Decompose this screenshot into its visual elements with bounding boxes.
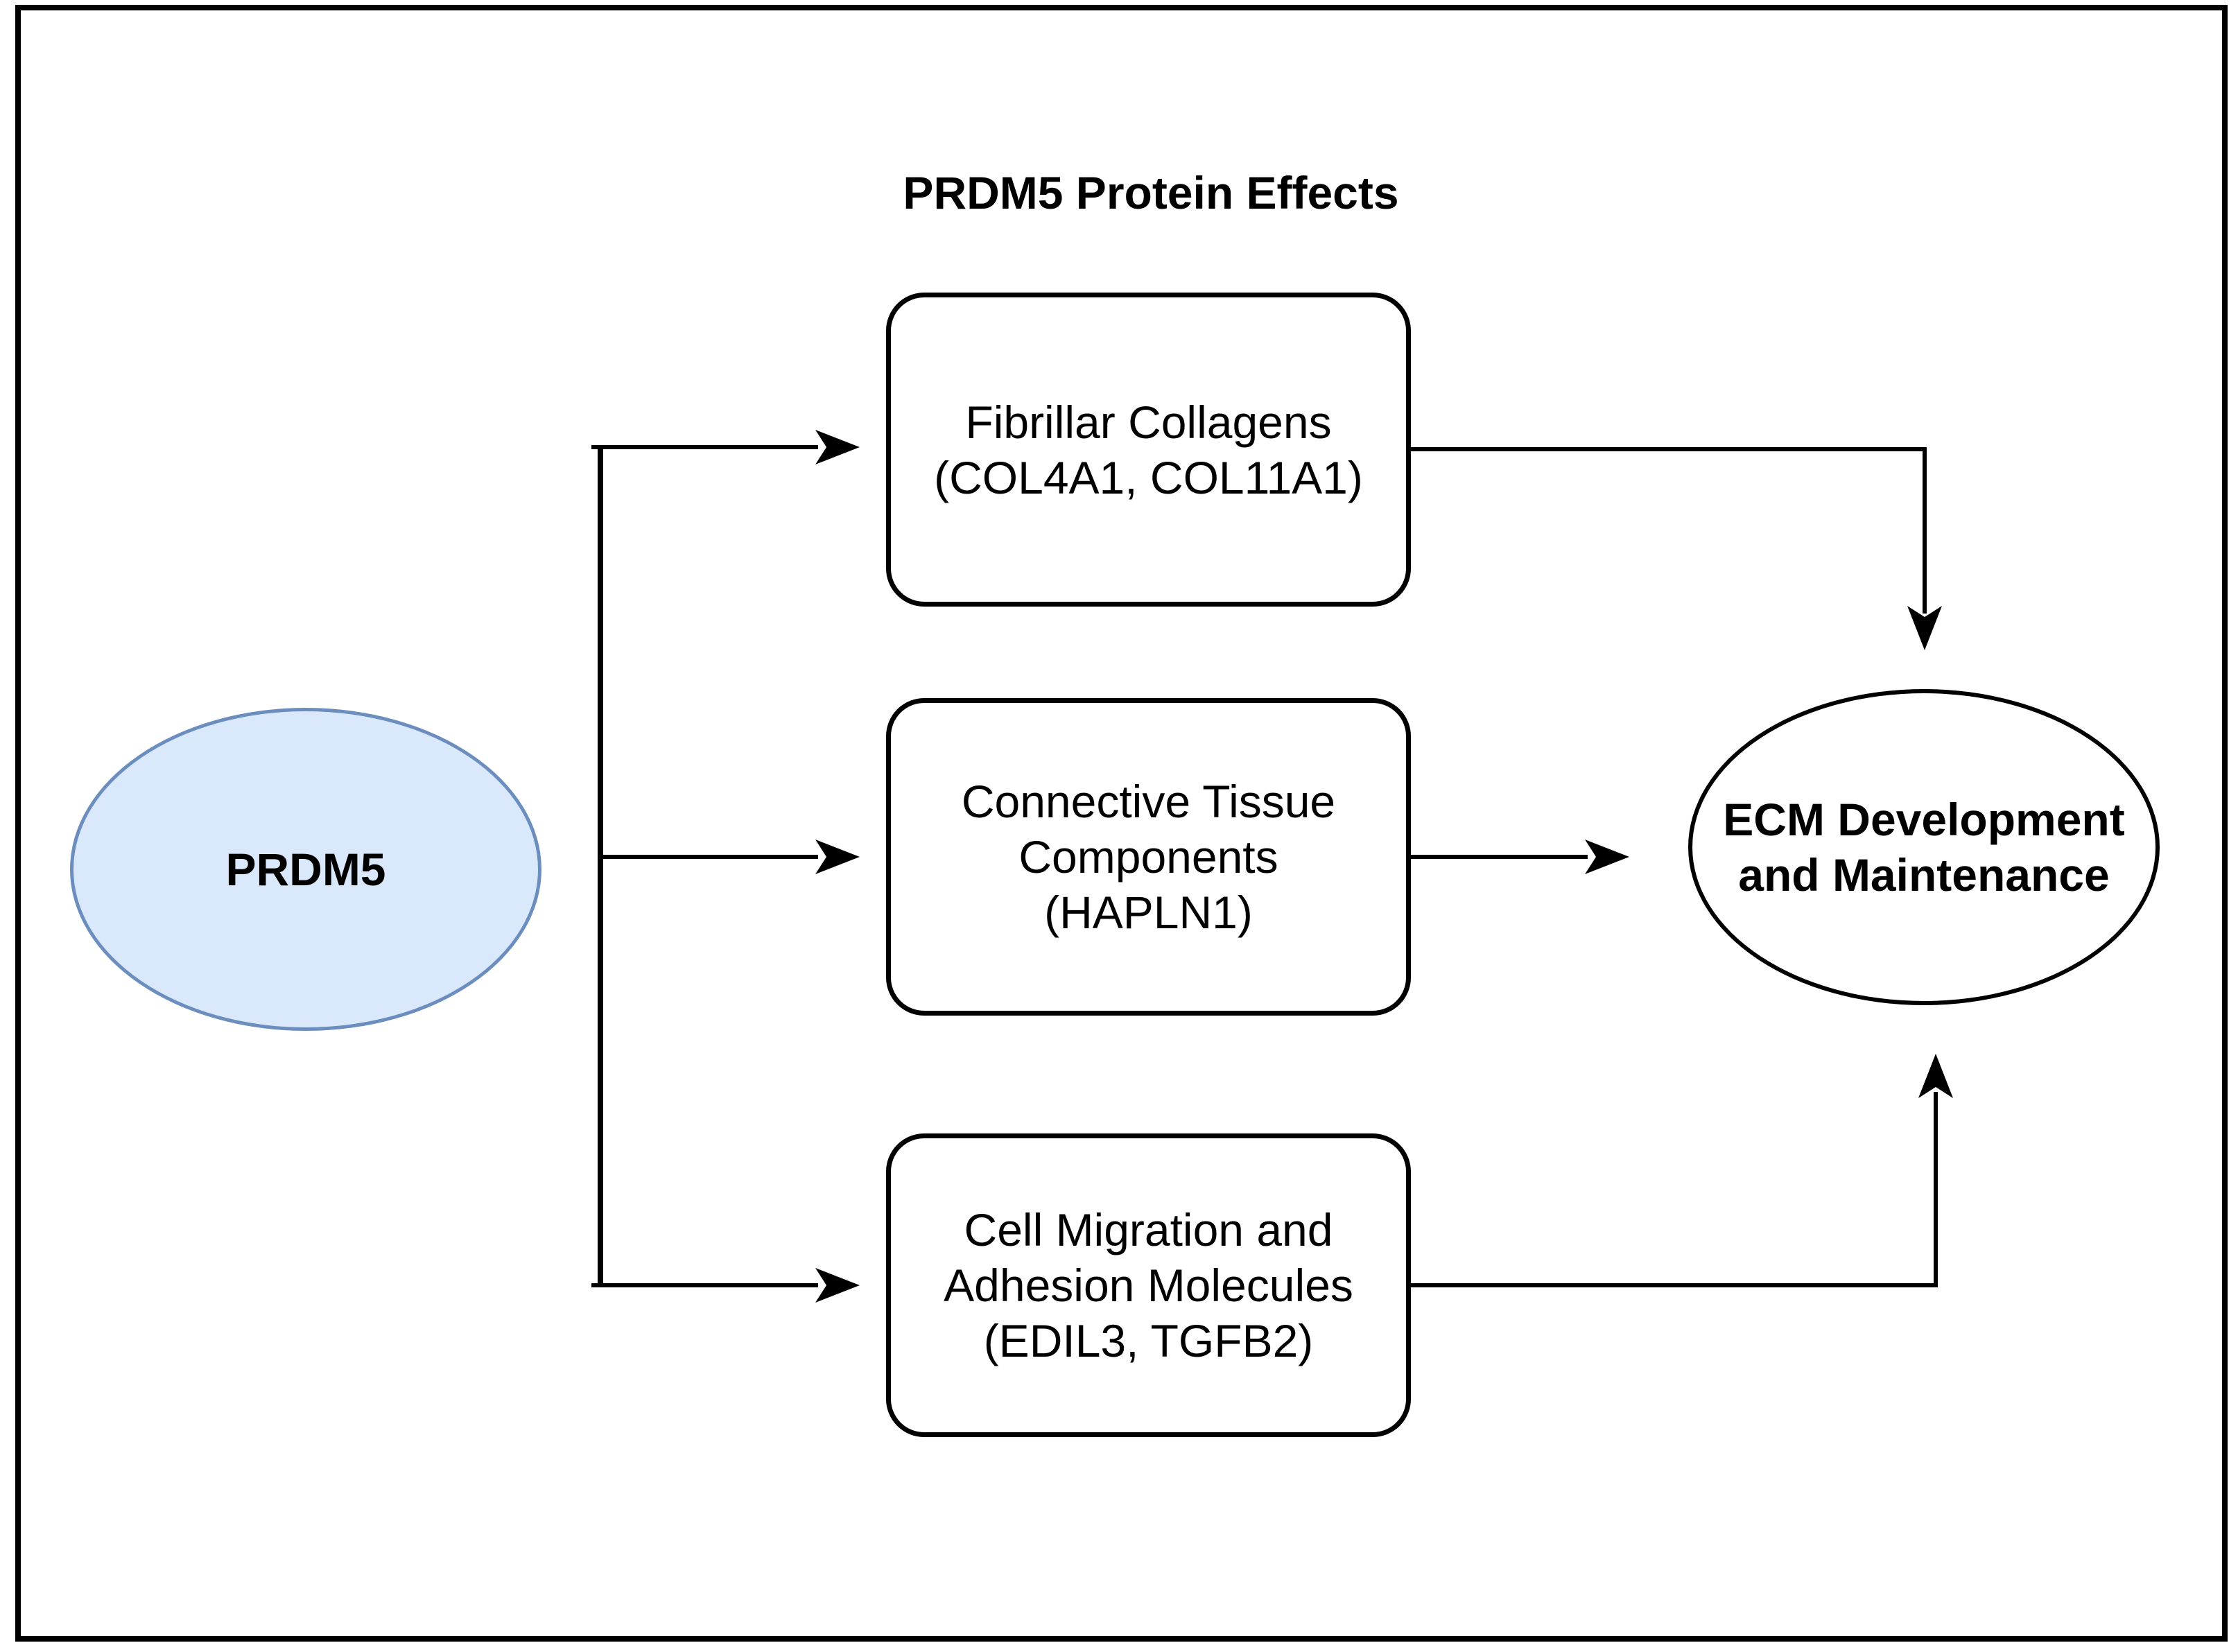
effect-node-label-line: (EDIL3, TGFB2): [983, 1315, 1314, 1366]
connector-top-to-target: [1411, 447, 1927, 614]
arrowhead-up-icon: [1918, 1054, 1953, 1098]
outer-frame: [15, 5, 2228, 1642]
arrowhead-down-icon: [1907, 606, 1942, 650]
arrowhead-right-icon: [1585, 840, 1629, 874]
diagram-title: PRDM5 Protein Effects: [903, 167, 1399, 218]
effect-node-label-line: Adhesion Molecules: [944, 1260, 1353, 1311]
effect-node-label-line: Cell Migration and: [964, 1204, 1333, 1255]
effect-node-fibrillar-collagens: Fibrillar Collagens (COL4A1, COL11A1): [886, 293, 1411, 607]
effect-node-label-line: (HAPLN1): [1044, 887, 1253, 938]
effect-node-label-line: (COL4A1, COL11A1): [934, 451, 1363, 503]
connector-bottom-to-target: [1411, 1092, 1938, 1287]
target-node-ecm: ECM Development and Maintenance: [1688, 689, 2160, 1005]
effect-node-cell-migration: Cell Migration and Adhesion Molecules (E…: [886, 1133, 1411, 1437]
effect-node-label-line: Connective Tissue: [961, 776, 1336, 827]
arrowhead-right-icon: [815, 430, 860, 464]
arrowhead-right-icon: [815, 840, 860, 874]
effect-node-connective-tissue: Connective Tissue Components (HAPLN1): [886, 698, 1411, 1016]
arrowhead-right-icon: [815, 1268, 860, 1303]
source-node-prdm5: PRDM5: [70, 708, 541, 1031]
effect-node-label-line: Fibrillar Collagens: [965, 396, 1332, 448]
target-node-label-line: and Maintenance: [1738, 849, 2110, 901]
effect-node-label-line: Components: [1018, 831, 1278, 882]
source-node-label: PRDM5: [225, 844, 386, 895]
target-node-label-line: ECM Development: [1723, 794, 2125, 845]
